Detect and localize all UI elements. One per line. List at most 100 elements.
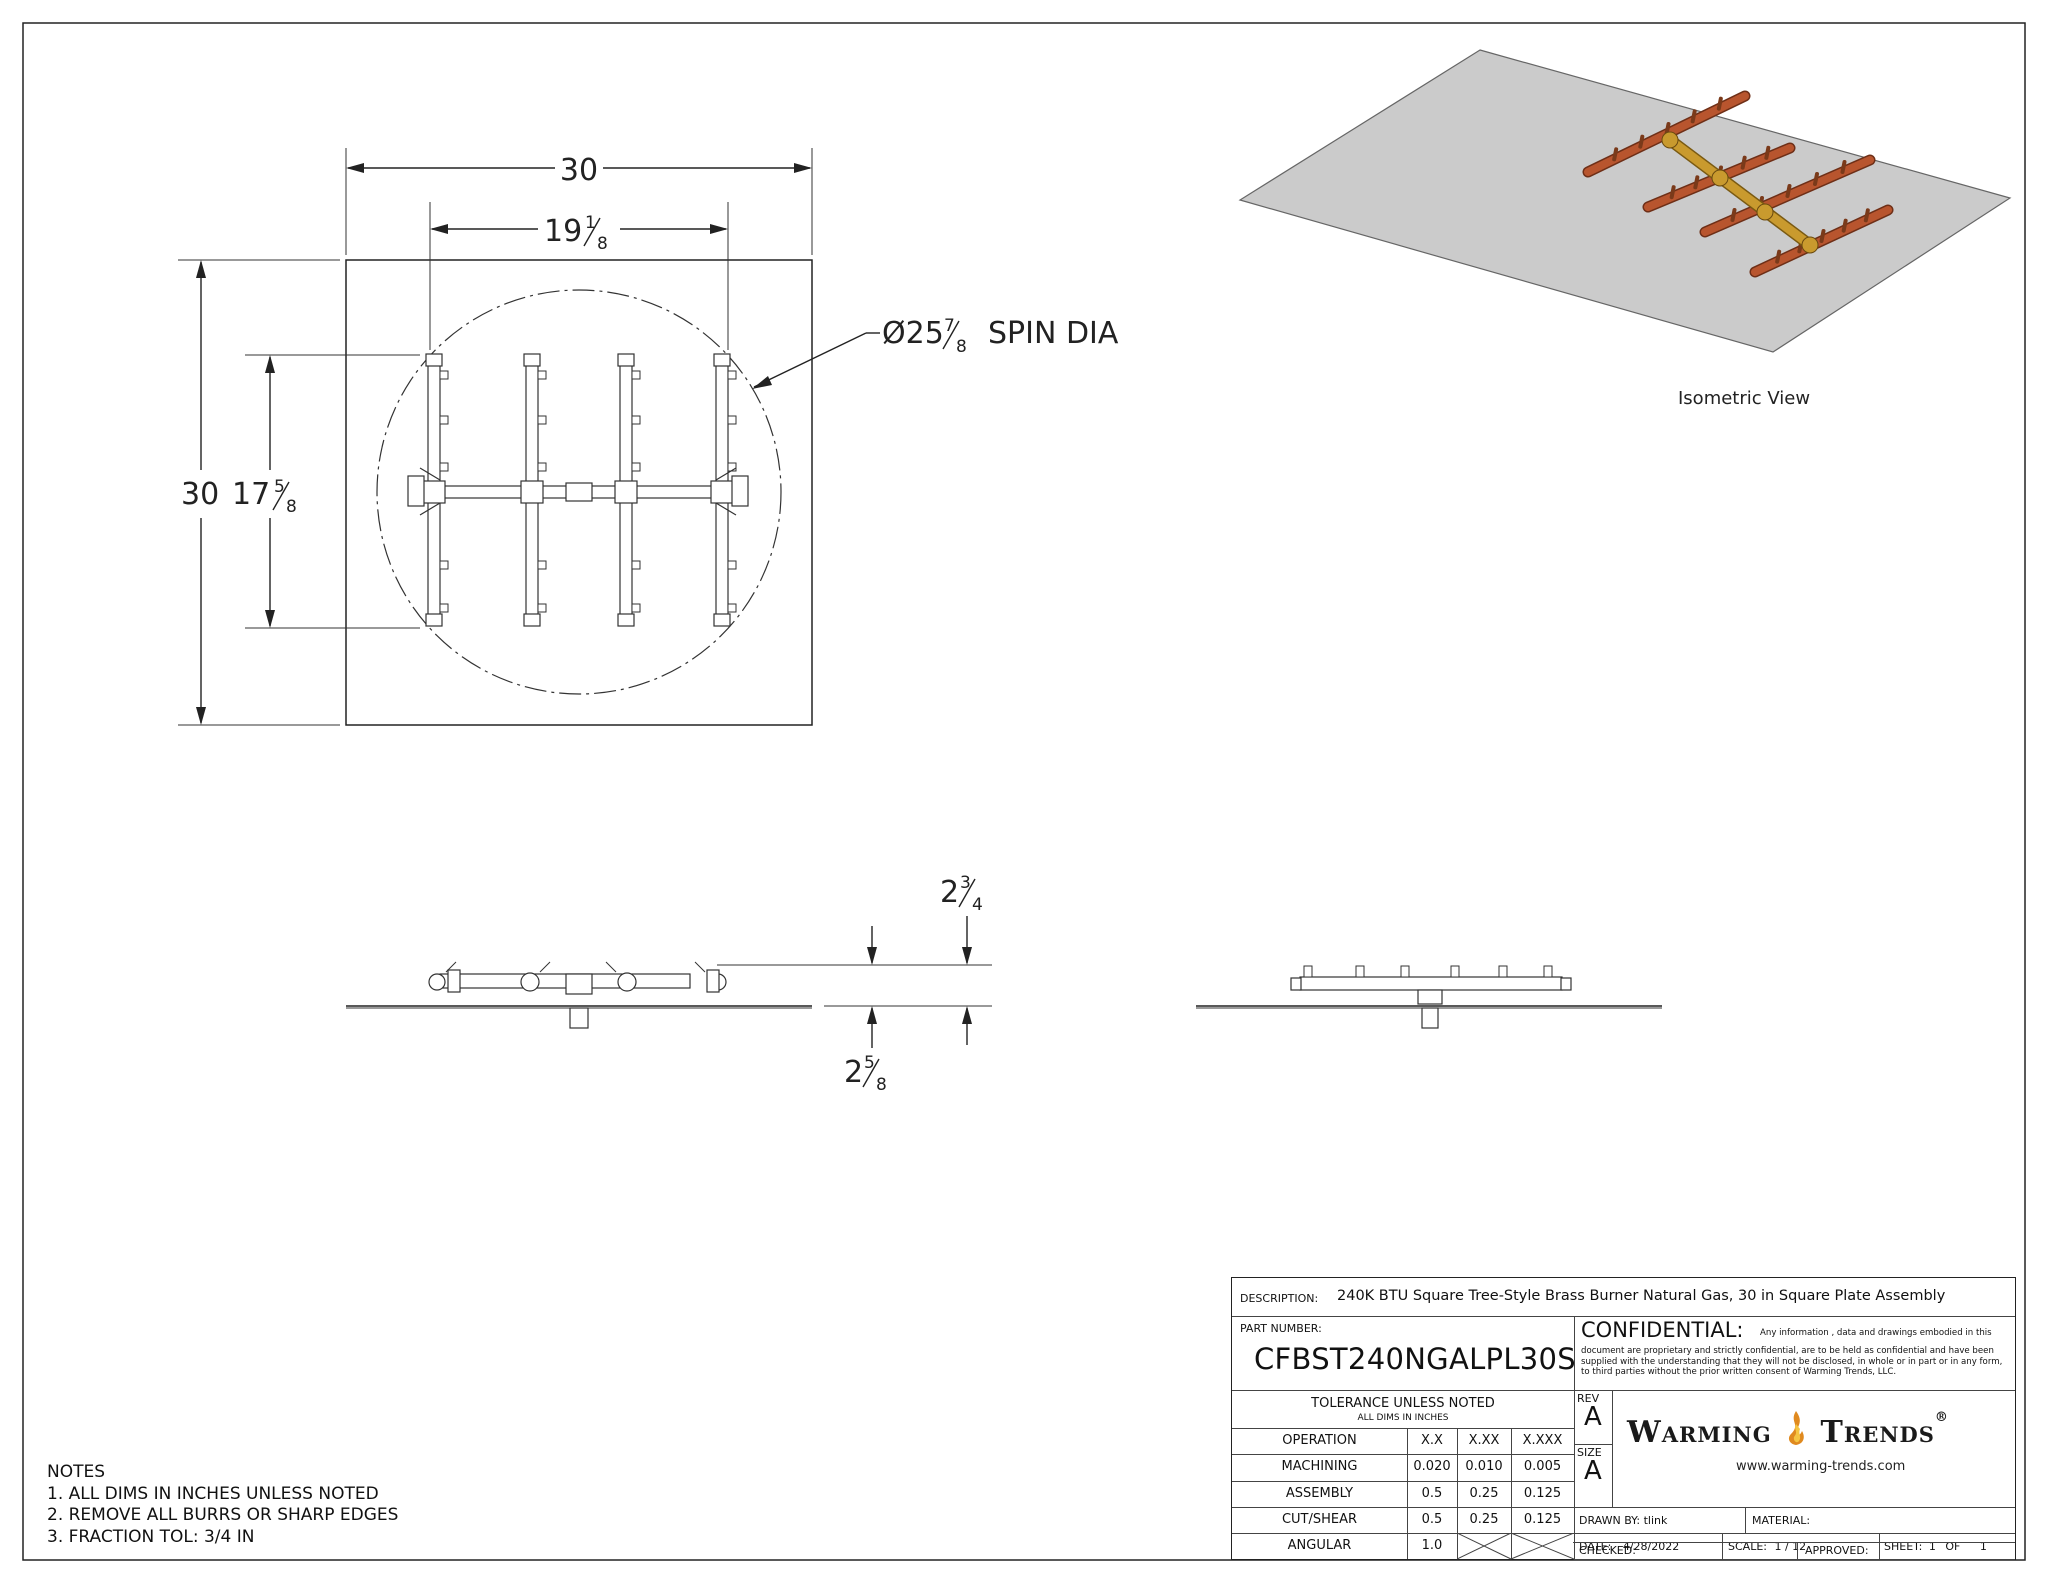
approved-label: APPROVED: <box>1805 1544 1869 1557</box>
dim-width-burner: 19 1 8 <box>430 213 728 254</box>
burner-port <box>439 415 449 425</box>
spin-dia-prefix: Ø25 <box>882 316 944 351</box>
iso-port <box>1819 229 1826 243</box>
sheet-of: OF <box>1945 1540 1961 1553</box>
dim-height-burner-whole: 17 <box>232 477 270 512</box>
arm-end-cap <box>713 353 731 367</box>
dim-width-burner-whole: 19 <box>544 214 582 249</box>
warming-trends-logo: Warming Trends® <box>1627 1410 1949 1450</box>
tolerance-cell: 0.020 <box>1413 1459 1451 1474</box>
logo-right: Trends <box>1820 1415 1935 1450</box>
burner-port <box>537 462 547 472</box>
burner-port <box>439 560 449 570</box>
arm-end-cap <box>523 353 541 367</box>
center-coupling <box>565 482 593 502</box>
burner-port <box>631 603 641 613</box>
tolerance-cell: 0.5 <box>1421 1512 1443 1527</box>
dim-height-burner-num: 5 <box>274 477 285 497</box>
tolerance-cell: ASSEMBLY <box>1285 1486 1354 1501</box>
iso-port <box>1841 218 1848 233</box>
iso-fitting <box>1661 131 1679 149</box>
burner-port <box>631 370 641 380</box>
iso-port <box>1730 208 1737 222</box>
iso-port <box>1740 155 1747 170</box>
iso-fitting <box>1756 203 1774 221</box>
iso-port <box>1813 172 1819 186</box>
tee-fitting <box>710 480 734 504</box>
dim-height-bottom-num: 5 <box>864 1053 875 1073</box>
fitting-line <box>419 467 441 481</box>
tee-fitting <box>422 480 446 504</box>
fitting-line <box>715 502 737 516</box>
tolerance-sub: ALL DIMS IN INCHES <box>1357 1413 1449 1423</box>
spin-diameter-circle <box>376 289 782 695</box>
confidential-body: document are proprietary and strictly co… <box>1581 1346 2003 1378</box>
iso-manifold <box>1665 135 1815 250</box>
dim-height-overall: 30 <box>181 260 219 725</box>
dim-height-bottom-whole: 2 <box>844 1055 863 1090</box>
dim-height-bottom-den: 8 <box>876 1075 887 1095</box>
tee-fitting <box>614 480 638 504</box>
burner-port <box>439 462 449 472</box>
dim-width-burner-den: 8 <box>597 234 608 254</box>
iso-port <box>1775 249 1782 264</box>
tolerance-cell: 0.25 <box>1469 1512 1499 1527</box>
size-value: A <box>1584 1456 1602 1486</box>
iso-port <box>1785 184 1792 198</box>
tolerance-cell: 0.25 <box>1469 1486 1499 1501</box>
dim-width-burner-num: 1 <box>585 213 596 233</box>
burner-port <box>537 603 547 613</box>
tee-fitting <box>520 480 544 504</box>
part-number-label: PART NUMBER: <box>1240 1322 1322 1335</box>
burner-port <box>439 603 449 613</box>
title-block: DESCRIPTION: 240K BTU Square Tree-Style … <box>1231 1277 2016 1560</box>
burner-port <box>631 462 641 472</box>
tolerance-cell: 0.010 <box>1465 1459 1503 1474</box>
isometric-view <box>1238 49 2012 353</box>
tolerance-cell: 0.125 <box>1523 1512 1562 1527</box>
fitting-line <box>715 467 737 481</box>
notes-title: NOTES <box>47 1462 106 1482</box>
burner-port <box>439 370 449 380</box>
arm-end-cap <box>425 353 443 367</box>
website: www.warming-trends.com <box>1736 1459 1906 1474</box>
burner-port <box>727 560 737 570</box>
date-value: 4/28/2022 <box>1622 1540 1680 1553</box>
side-view <box>1196 965 1662 1029</box>
side-port <box>1355 965 1365 978</box>
tolerance-cell: ANGULAR <box>1287 1538 1352 1553</box>
iso-plate <box>1238 49 2012 353</box>
spin-dia-label: SPIN DIA <box>988 316 1119 351</box>
iso-port <box>1612 147 1619 162</box>
tolerance-cell: 1.0 <box>1421 1538 1443 1553</box>
sheet-total: 1 <box>1979 1540 1987 1553</box>
left-orifice <box>407 475 425 507</box>
burner-port <box>727 370 737 380</box>
arm-end-cap <box>425 613 443 627</box>
note-item: 2. REMOVE ALL BURRS OR SHARP EDGES <box>47 1505 399 1525</box>
dim-height-burner: 17 5 8 <box>232 355 297 628</box>
dim-height-top-num: 3 <box>960 873 971 893</box>
checked-label: CHECKED: <box>1579 1544 1636 1557</box>
iso-fitting <box>1801 236 1819 254</box>
iso-port <box>1690 109 1697 124</box>
burner-assembly-top <box>407 353 749 627</box>
side-port <box>1543 965 1553 978</box>
burner-port <box>631 560 641 570</box>
rev-label: REV <box>1577 1392 1600 1405</box>
iso-port <box>1840 160 1847 174</box>
tolerance-header: X.XXX <box>1522 1433 1563 1448</box>
scale-value: 1 / 12 <box>1774 1540 1807 1553</box>
confidential-lead: Any information , data and drawings embo… <box>1760 1328 1992 1338</box>
front-view: 2 3 4 2 5 8 <box>346 873 992 1095</box>
side-port <box>1400 965 1410 978</box>
tolerance-cell: CUT/SHEAR <box>1281 1512 1358 1527</box>
confidential-title: CONFIDENTIAL: <box>1581 1318 1744 1342</box>
tolerance-cell: MACHINING <box>1281 1459 1358 1474</box>
note-item: 1. ALL DIMS IN INCHES UNLESS NOTED <box>47 1483 379 1504</box>
iso-port <box>1716 96 1723 111</box>
checked-row: CHECKED: APPROVED: <box>1573 1542 2015 1559</box>
flame-icon <box>1789 1411 1804 1445</box>
tolerance-header: X.X <box>1421 1433 1443 1448</box>
